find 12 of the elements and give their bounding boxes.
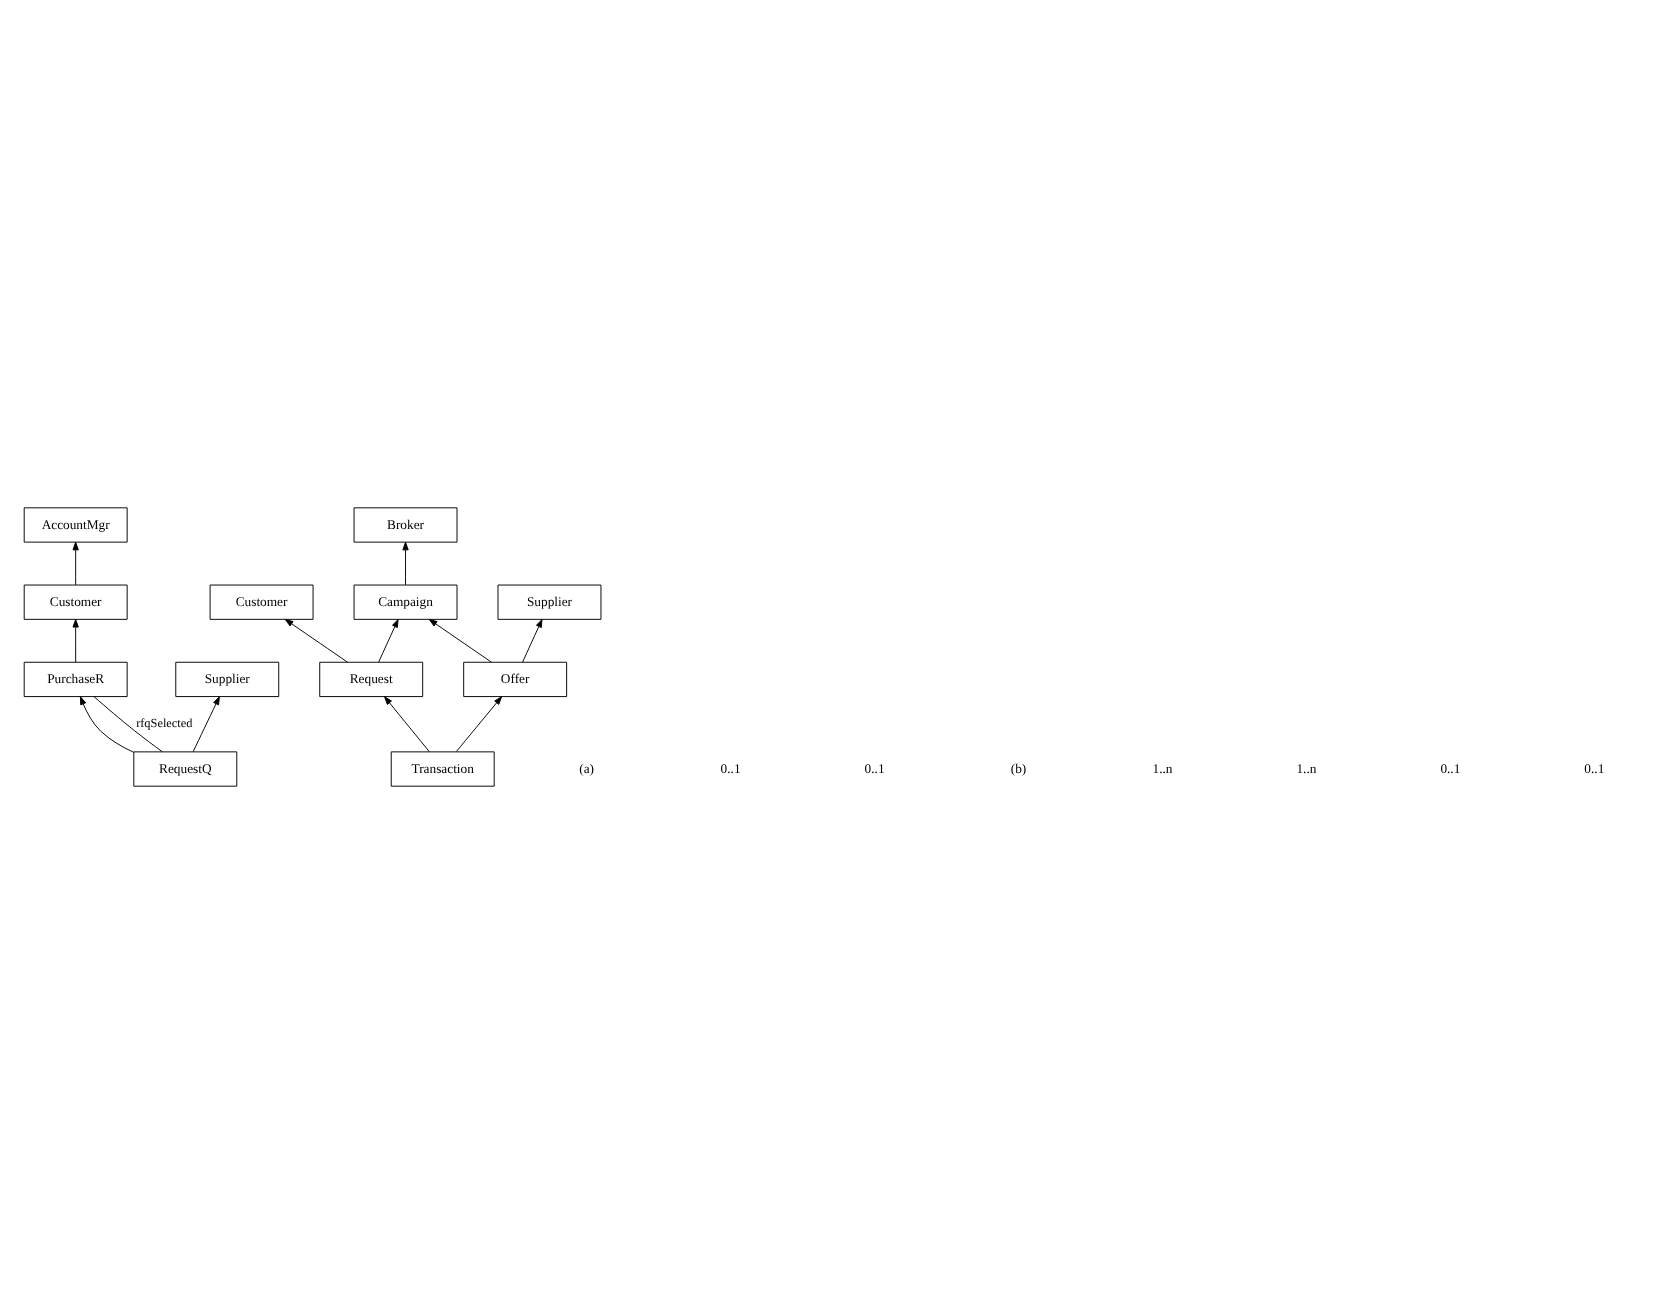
- arrow: [522, 619, 543, 663]
- arrow: [455, 696, 503, 753]
- arrow: [79, 696, 135, 753]
- connector: [93, 696, 163, 753]
- arrow: [72, 619, 79, 663]
- arrow: [384, 696, 430, 753]
- arrow: [402, 541, 409, 586]
- arrow: [428, 619, 492, 663]
- arrow: [192, 696, 220, 753]
- arrow: [72, 541, 79, 586]
- arrow: [284, 619, 348, 663]
- arrow: [378, 619, 399, 663]
